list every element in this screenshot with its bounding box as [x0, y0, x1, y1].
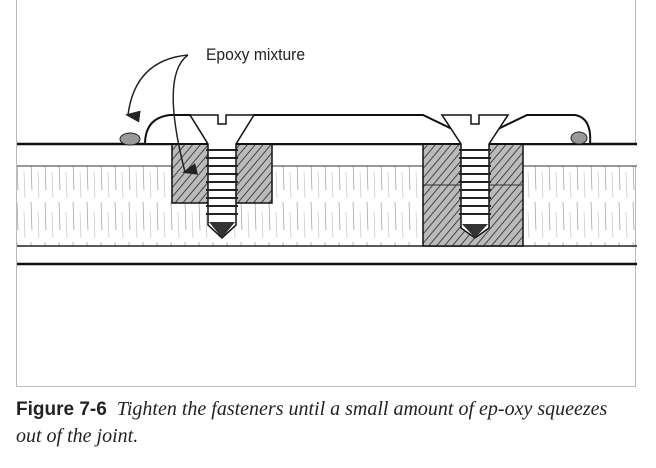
figure-number: Figure 7-6 [16, 399, 107, 420]
epoxy-bead-right [570, 131, 588, 145]
epoxy-mixture-label: Epoxy mixture [206, 45, 306, 64]
fastener-illustration [17, 54, 637, 266]
screw-right [440, 114, 510, 239]
base-panel [17, 142, 637, 266]
epoxy-bead-left [119, 132, 141, 146]
top-plank [143, 114, 592, 145]
callout-arrow-recess [172, 54, 199, 175]
screw-left [188, 114, 256, 240]
callout-arrow-bead [125, 54, 189, 123]
caption-text: Tighten the fasteners until a small amou… [16, 398, 608, 447]
